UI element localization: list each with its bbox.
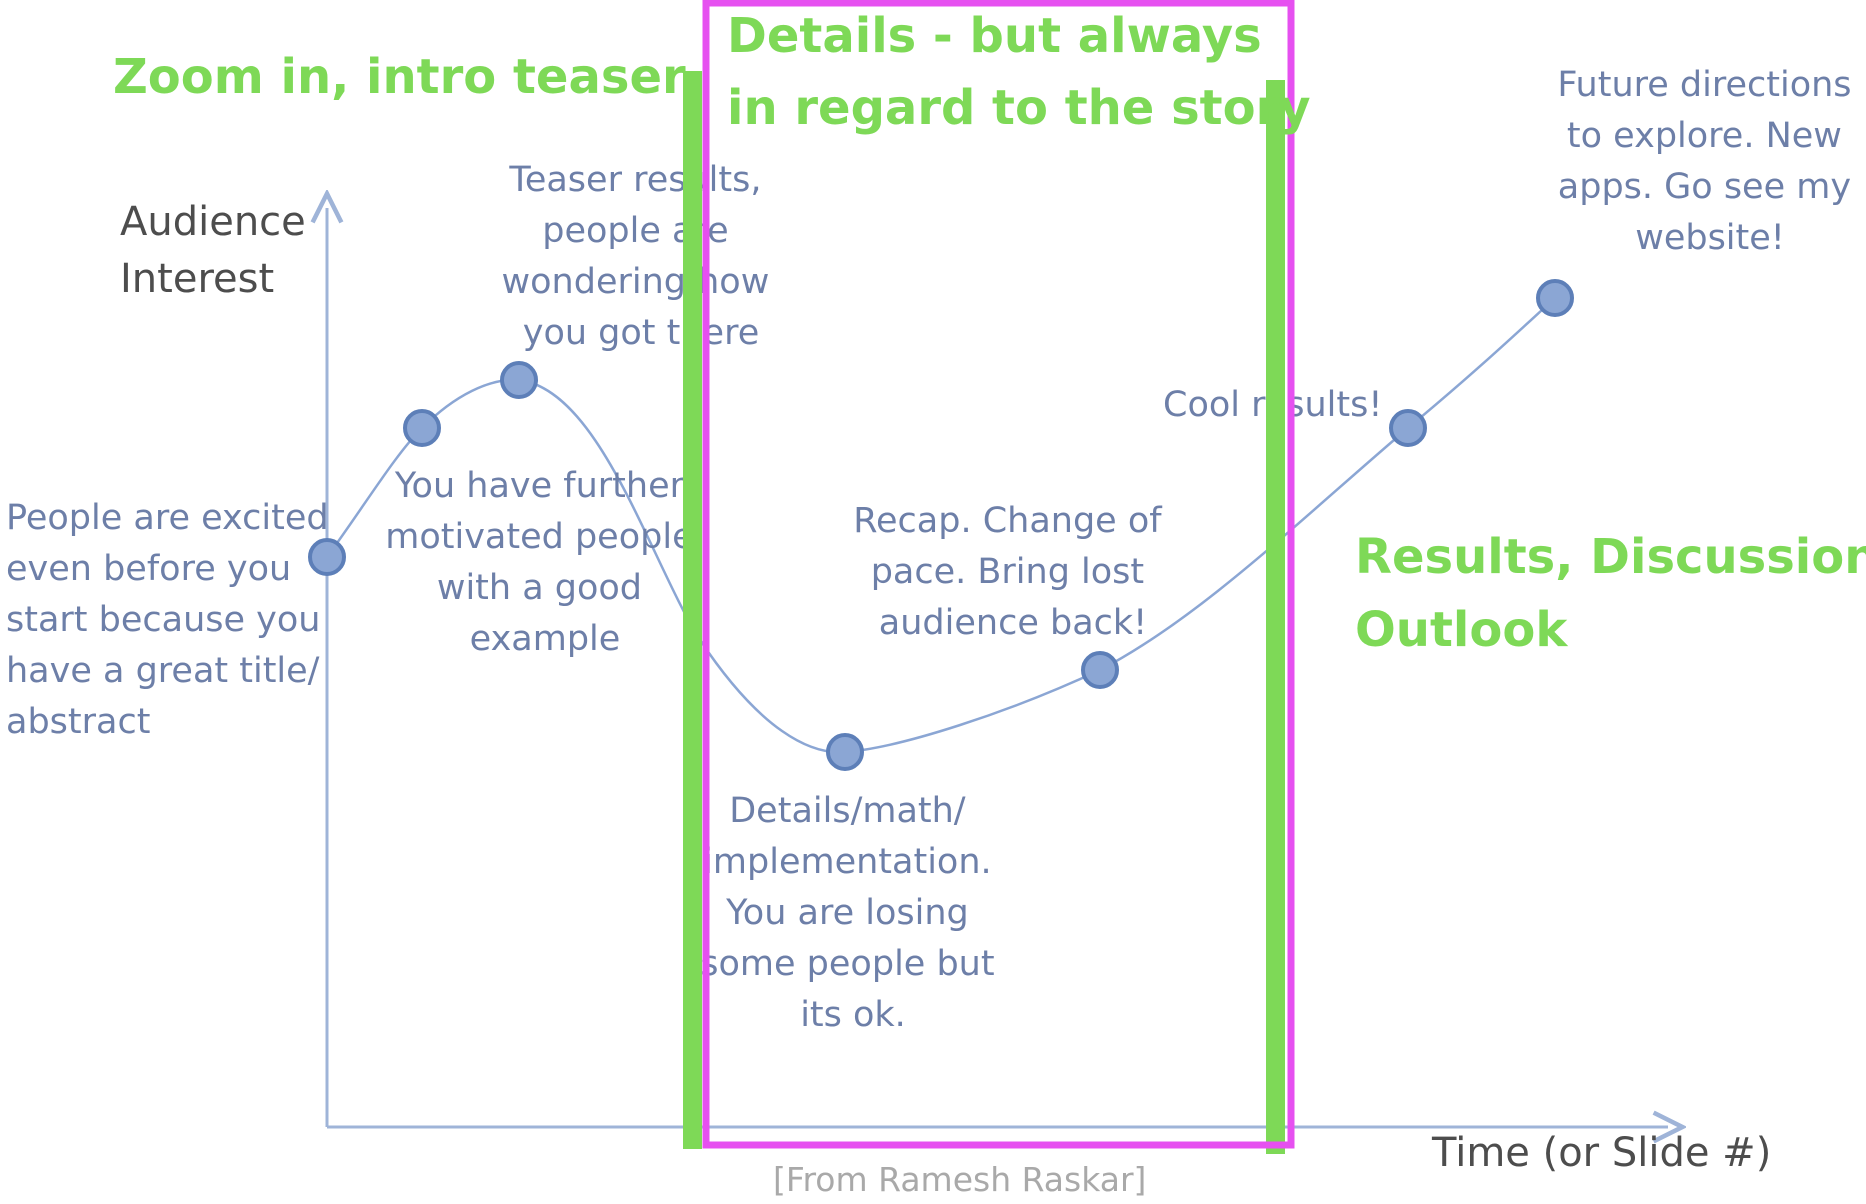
annotation-start: People are excited even before you start… [6, 498, 340, 742]
y-axis-label: Audience Interest [120, 199, 319, 302]
curve-point [1081, 651, 1119, 689]
curve-point [1389, 409, 1427, 447]
curve-point [500, 361, 538, 399]
curve-point [1536, 279, 1574, 317]
section-label-intro: Zoom in, intro teaser [113, 49, 686, 105]
annotation-details: Details/math/ implementation. You are lo… [700, 791, 1005, 1035]
annotation-recap: Recap. Change of pace. Bring lost audien… [853, 501, 1172, 643]
x-axis-label: Time (or Slide #) [1431, 1130, 1771, 1176]
annotation-teaser: Teaser results, people are wondering how… [502, 160, 781, 353]
section-label-results: Results, Discussion, Outlook [1355, 529, 1866, 658]
section-divider-left [683, 71, 702, 1149]
details-highlight-box [702, 0, 1295, 1149]
annotation-future: Future directions to explore. New apps. … [1557, 65, 1862, 258]
interest-curve [325, 297, 1556, 754]
section-divider-right [1266, 80, 1285, 1154]
curve-point [403, 409, 441, 447]
section-label-details: Details - but always in regard to the st… [727, 8, 1311, 136]
curve-point [308, 538, 346, 576]
annotation-example: You have further motivated people with a… [385, 466, 705, 659]
curve-point [826, 733, 864, 771]
credit-text: [From Ramesh Raskar] [773, 1160, 1146, 1199]
